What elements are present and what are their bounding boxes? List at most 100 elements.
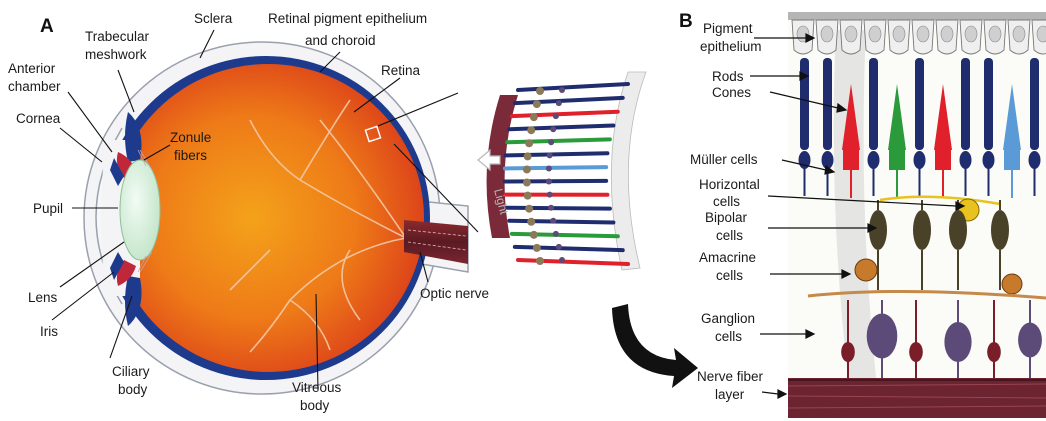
arc-ganglion bbox=[559, 257, 565, 263]
label-nerve-2: layer bbox=[715, 387, 745, 402]
rod-cell bbox=[915, 58, 924, 150]
arc-cell-body bbox=[536, 257, 544, 265]
arc-ganglion bbox=[550, 218, 556, 224]
label-rods: Rods bbox=[712, 69, 744, 84]
label-amacrine-1: Amacrine bbox=[699, 250, 756, 265]
arc-photoreceptor bbox=[515, 247, 623, 250]
panel-a-letter: A bbox=[40, 16, 54, 37]
rod-cell bbox=[869, 58, 878, 150]
cone-inner bbox=[1004, 150, 1020, 170]
arc-photoreceptor bbox=[506, 153, 608, 155]
label-pigment-2: epithelium bbox=[700, 39, 762, 54]
label-pigment-1: Pigment bbox=[703, 21, 753, 36]
arc-photoreceptor bbox=[512, 112, 618, 116]
rod-cell bbox=[961, 58, 970, 150]
bipolar-cell bbox=[949, 210, 967, 250]
ganglion-cell bbox=[944, 322, 971, 362]
bipolar-cell bbox=[991, 210, 1009, 250]
label-sclera: Sclera bbox=[194, 11, 233, 26]
arc-cell-body bbox=[533, 244, 541, 252]
arc-ganglion bbox=[556, 244, 562, 250]
pigment-nucleus bbox=[1013, 26, 1025, 42]
curved-arrow bbox=[612, 304, 698, 388]
pigment-nucleus bbox=[917, 26, 929, 42]
label-ciliary-1: Ciliary bbox=[112, 364, 150, 379]
pigment-nucleus bbox=[845, 26, 857, 42]
arc-cell-body bbox=[523, 165, 531, 173]
arc-photoreceptor bbox=[505, 181, 606, 182]
label-vitreous-1: Vitreous bbox=[292, 380, 342, 395]
label-bipolar-1: Bipolar bbox=[705, 210, 748, 225]
arc-cell-body bbox=[523, 179, 531, 187]
panel-b-letter: B bbox=[679, 11, 693, 32]
label-zonule-2: fibers bbox=[174, 148, 207, 163]
arc-photoreceptor bbox=[509, 126, 613, 130]
arc-cell-body bbox=[525, 205, 533, 213]
cone-inner bbox=[889, 150, 905, 170]
rod-nucleus bbox=[914, 151, 926, 169]
label-cones: Cones bbox=[712, 85, 751, 100]
label-bipolar-2: cells bbox=[716, 228, 743, 243]
rod-cell bbox=[823, 58, 832, 150]
arc-cell-body bbox=[524, 192, 532, 200]
ganglion-cell bbox=[987, 342, 1001, 362]
rod-nucleus bbox=[822, 151, 834, 169]
arc-cell-body bbox=[525, 139, 533, 147]
label-nerve-1: Nerve fiber bbox=[697, 369, 764, 384]
label-anterior-1: Anterior bbox=[8, 61, 56, 76]
label-rpe-1: Retinal pigment epithelium bbox=[268, 11, 427, 26]
arc-photoreceptor bbox=[505, 167, 606, 168]
cone-inner bbox=[935, 150, 951, 170]
rod-nucleus bbox=[1029, 151, 1041, 169]
label-amacrine-2: cells bbox=[716, 268, 743, 283]
arc-cell-body bbox=[527, 218, 535, 226]
arc-ganglion bbox=[559, 87, 565, 93]
ganglion-cell bbox=[1018, 323, 1042, 358]
pigment-nucleus bbox=[893, 26, 905, 42]
rod-nucleus bbox=[983, 151, 995, 169]
pigment-nucleus bbox=[821, 26, 833, 42]
label-cornea: Cornea bbox=[16, 111, 61, 126]
label-ganglion-2: cells bbox=[715, 329, 742, 344]
arc-cell-body bbox=[527, 126, 535, 134]
label-ganglion-1: Ganglion bbox=[701, 311, 755, 326]
ganglion-cell bbox=[867, 314, 898, 359]
arc-photoreceptor bbox=[507, 139, 610, 142]
amacrine-cell bbox=[1002, 274, 1022, 294]
pigment-nucleus bbox=[941, 26, 953, 42]
lens bbox=[120, 160, 160, 260]
nerve-fiber-layer bbox=[788, 378, 1046, 418]
label-rpe-2: and choroid bbox=[305, 33, 376, 48]
label-retina: Retina bbox=[381, 63, 421, 78]
panel-a: A bbox=[8, 11, 489, 413]
label-optic-nerve: Optic nerve bbox=[420, 286, 489, 301]
rod-cell bbox=[800, 58, 809, 150]
arc-ganglion bbox=[548, 205, 554, 211]
arc-photoreceptor bbox=[512, 234, 618, 236]
label-zonule-1: Zonule bbox=[170, 130, 211, 145]
arc-photoreceptor bbox=[518, 260, 628, 264]
label-vitreous-2: body bbox=[300, 398, 330, 413]
ganglion-cell bbox=[841, 342, 855, 362]
label-trabecular-1: Trabecular bbox=[85, 29, 150, 44]
arc-photoreceptor bbox=[507, 208, 610, 209]
arc-cell-body bbox=[533, 100, 541, 108]
arc-cell-columns bbox=[505, 84, 628, 265]
label-ciliary-2: body bbox=[118, 382, 148, 397]
label-horizontal-2: cells bbox=[713, 194, 740, 209]
arc-cell-body bbox=[536, 87, 544, 95]
arc-photoreceptor bbox=[515, 98, 623, 103]
label-pupil: Pupil bbox=[33, 201, 63, 216]
label-trabecular-2: meshwork bbox=[85, 47, 147, 62]
pigment-nucleus bbox=[965, 26, 977, 42]
bipolar-cell bbox=[913, 210, 931, 250]
label-iris: Iris bbox=[40, 324, 58, 339]
pigment-nucleus bbox=[989, 26, 1001, 42]
label-anterior-2: chamber bbox=[8, 79, 61, 94]
retina-arc-zoom: Light bbox=[478, 72, 698, 388]
arc-photoreceptor bbox=[509, 221, 613, 223]
arc-ganglion bbox=[548, 139, 554, 145]
rod-cell bbox=[984, 58, 993, 150]
label-horizontal-1: Horizontal bbox=[699, 177, 760, 192]
